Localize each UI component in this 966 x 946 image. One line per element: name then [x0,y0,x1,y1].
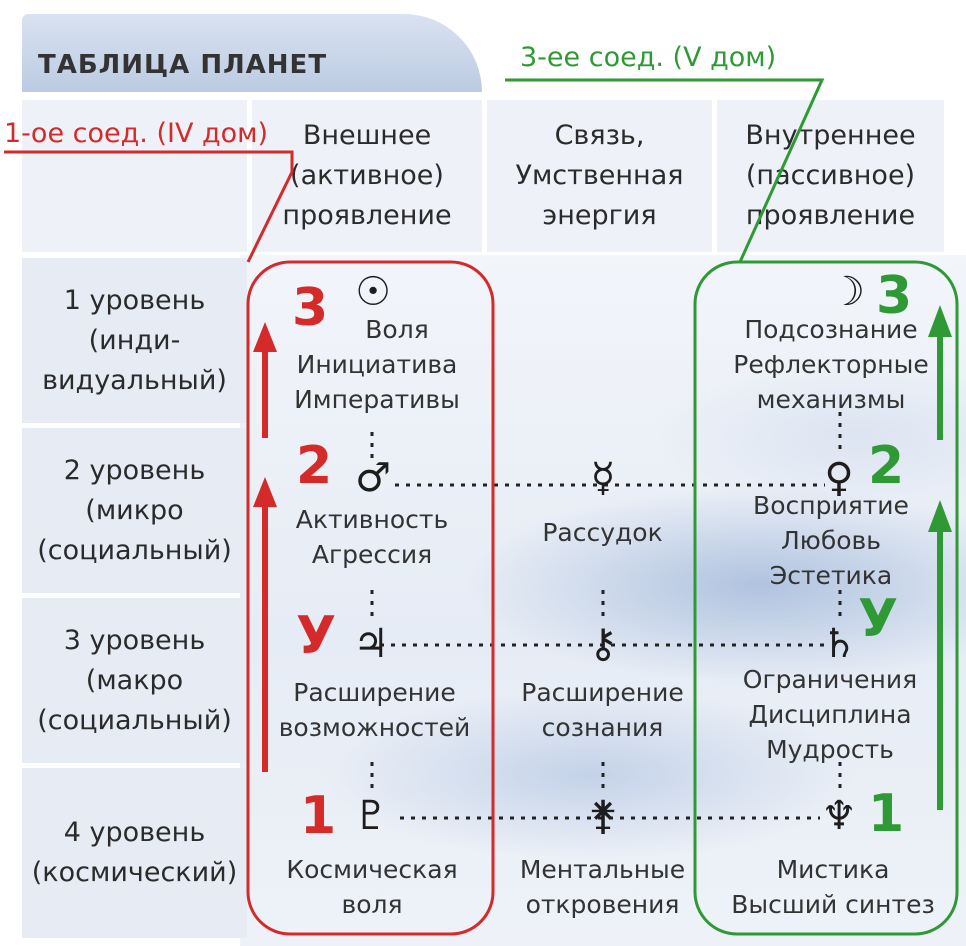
venus-icon: ♀ [824,455,854,501]
row-label-level-1: 1 уровень(инди-видуальный) [22,258,247,423]
red-arrow-lower-head [253,477,277,507]
saturn-icon: ♄ [821,621,857,667]
row-label-level-2: 2 уровень(микро(социальный) [22,428,247,593]
pluto-icon: ♇ [353,793,389,839]
mars-icon: ♂ [355,455,391,501]
green-marker-1: 1 [868,784,905,844]
uranus-icon: ⚵ [588,793,618,839]
mercury-icon: ☿ [590,455,616,501]
jupiter-icon: ♃ [353,621,389,667]
conjunction-1-label: 1-ое соед. (IV дом) [4,118,269,149]
neptune-icon: ♆ [821,793,857,839]
red-arrow-upper-head [253,322,277,352]
chiron-icon: ⚷ [588,621,618,667]
title-tab [22,14,482,92]
planet-mercury-text: Рассудок [542,518,663,547]
green-arrow-lower-head [928,500,952,532]
red-marker-2: 2 [296,436,333,496]
red-marker-1: 1 [300,786,337,846]
conjunction-3-label: 3-ее соед. (V дом) [520,42,777,73]
green-marker-3: 3 [876,266,913,326]
green-annotation-line [505,78,825,263]
row-label-level-3: 3 уровень(макро(социальный) [22,598,247,763]
red-marker-3: 3 [292,278,329,338]
green-arrow-upper-head [928,305,952,337]
corner-cell [22,100,247,252]
mountain-background [240,255,966,946]
moon-icon: ☽ [829,269,865,315]
red-marker-u: У [296,606,337,666]
red-frame [246,260,495,936]
green-marker-u: У [858,589,899,649]
row-label-level-4: 4 уровень(космический) [22,768,247,938]
page-title: ТАБЛИЦА ПЛАНЕТ [38,50,328,80]
green-marker-2: 2 [868,436,905,496]
red-annotation-line [4,150,294,263]
green-frame [693,260,959,936]
sun-icon: ☉ [355,269,391,315]
